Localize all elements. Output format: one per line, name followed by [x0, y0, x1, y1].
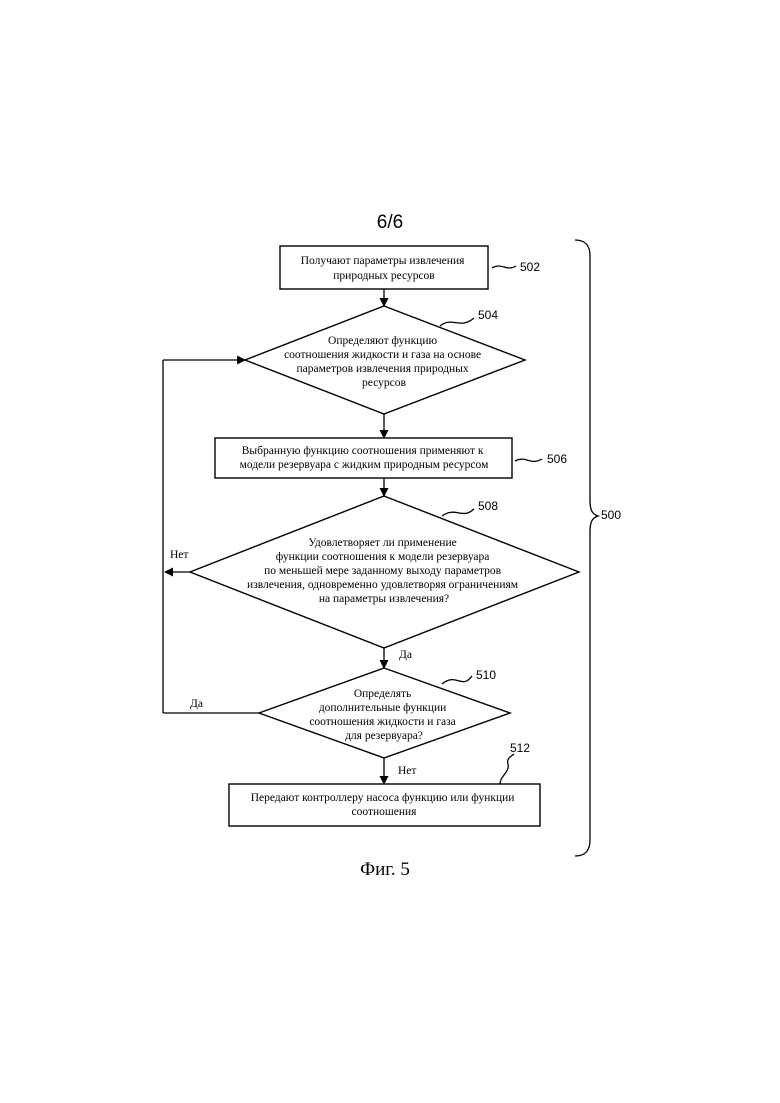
step-510-leader — [442, 676, 472, 684]
step-508-leader — [442, 509, 474, 516]
process-brace — [575, 240, 598, 856]
step-508-ref: 508 — [478, 499, 498, 513]
label-508-yes: Да — [399, 649, 412, 661]
step-506-leader — [515, 459, 542, 461]
step-512-leader — [500, 754, 514, 784]
step-502-ref: 502 — [520, 260, 540, 274]
label-510-yes: Да — [190, 698, 203, 710]
label-510-no: Нет — [398, 765, 416, 777]
step-502-leader — [492, 266, 516, 268]
step-506-ref: 506 — [547, 452, 567, 466]
process-ref: 500 — [601, 508, 621, 522]
label-508-no: Нет — [170, 549, 188, 561]
step-512-box — [229, 784, 540, 826]
step-510-ref: 510 — [476, 668, 496, 682]
step-512-ref: 512 — [510, 741, 530, 755]
step-504-ref: 504 — [478, 308, 498, 322]
figure-caption: Фиг. 5 — [360, 859, 410, 880]
step-504-leader — [440, 318, 474, 326]
sheet-number: 6/6 — [377, 212, 403, 233]
step-506-box — [215, 438, 512, 478]
step-502-box — [280, 246, 488, 289]
